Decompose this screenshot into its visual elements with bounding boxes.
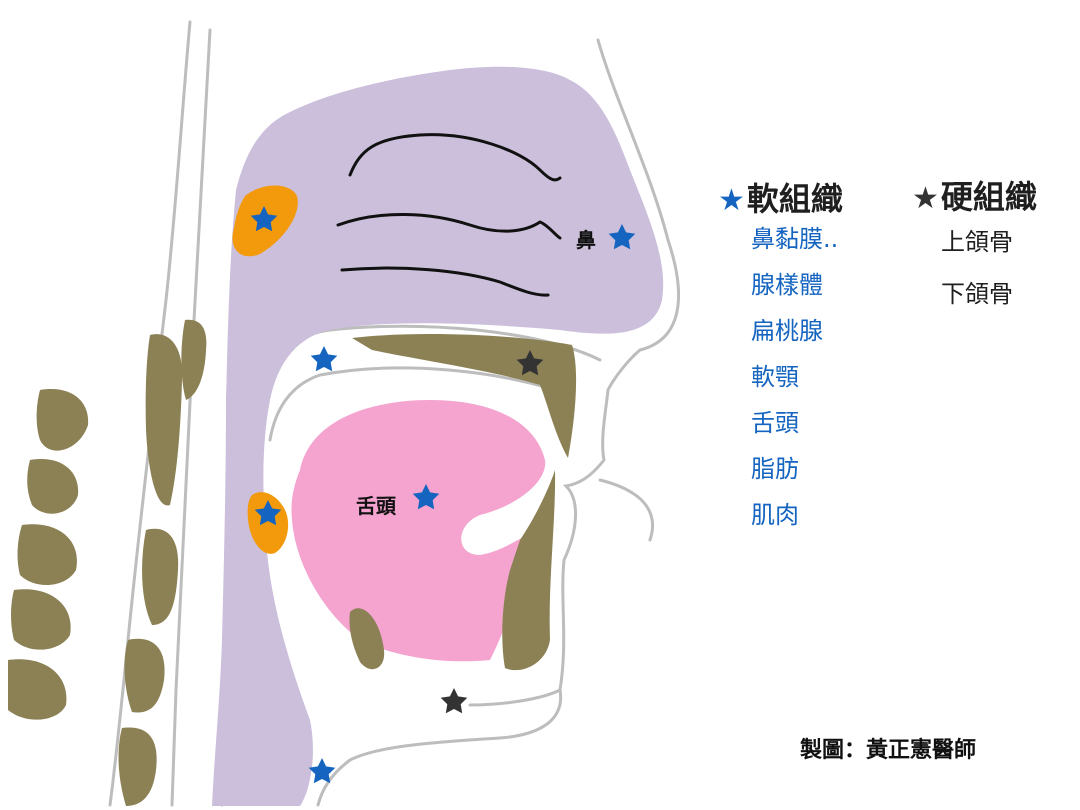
middle-turbinate bbox=[336, 213, 562, 240]
author-credit: 製圖：黃正憲醫師 bbox=[800, 738, 977, 763]
soft-tissue-item: 扁桃腺 bbox=[751, 317, 823, 345]
nose-label: 鼻 bbox=[576, 228, 596, 252]
hard-tissue-item: 下頜骨 bbox=[941, 280, 1013, 308]
soft-tissue-item: 腺樣體 bbox=[751, 271, 823, 299]
vertebra-c4 bbox=[124, 638, 165, 713]
soft-tissue-legend-title: ★軟組織 bbox=[718, 174, 843, 220]
spinous-process-2 bbox=[27, 459, 79, 514]
tonsil-tissue bbox=[247, 492, 289, 554]
chin-neck-outline bbox=[316, 688, 563, 807]
spinous-process-4 bbox=[11, 589, 71, 650]
hard-tissue-legend-title: ★硬組織 bbox=[912, 172, 1037, 218]
blue-star-icon: ★ bbox=[718, 183, 745, 218]
face-profile-outline bbox=[468, 38, 680, 707]
vertebra-c3 bbox=[142, 528, 179, 625]
inner-oral-outline bbox=[268, 366, 572, 442]
spinous-process-3 bbox=[17, 524, 77, 586]
soft-tissue-item: 肌肉 bbox=[751, 501, 799, 529]
nasal-turbinates bbox=[336, 133, 562, 297]
maxilla-hard-palate bbox=[352, 334, 577, 458]
marker-mandible bbox=[440, 688, 468, 714]
hard-tissue-list: 上頜骨 下頜骨 bbox=[941, 216, 1013, 320]
spinous-process-5 bbox=[8, 659, 67, 720]
lower-jaw-outline bbox=[598, 478, 655, 542]
soft-tissue-item: 軟顎 bbox=[751, 363, 799, 391]
soft-tissue-item: 舌頭 bbox=[751, 409, 799, 437]
spinous-process-1 bbox=[36, 389, 89, 451]
hard-tissue-item: 上頜骨 bbox=[941, 228, 1013, 256]
vertebra-c2 bbox=[145, 334, 183, 506]
nasal-cavity-airway bbox=[212, 66, 664, 806]
soft-tissue-list: 鼻黏膜.. 腺樣體 扁桃腺 軟顎 舌頭 脂肪 肌肉 bbox=[751, 216, 838, 538]
black-star-icon: ★ bbox=[912, 181, 939, 216]
bones bbox=[8, 319, 577, 806]
vertebra-c5 bbox=[118, 727, 157, 806]
vertebra-c1 bbox=[181, 319, 207, 400]
soft-tissue-item: 鼻黏膜.. bbox=[751, 225, 839, 253]
lower-turbinate bbox=[340, 266, 550, 297]
tongue-label: 舌頭 bbox=[356, 494, 396, 518]
mandible-front bbox=[502, 470, 556, 671]
hyoid-bone bbox=[349, 608, 385, 670]
upper-turbinate bbox=[348, 133, 562, 182]
tongue-shape bbox=[291, 400, 546, 662]
hard-tissue-title: 硬組織 bbox=[940, 178, 1037, 216]
marker-soft-palate bbox=[310, 346, 338, 372]
soft-tissue-item: 脂肪 bbox=[751, 455, 799, 483]
soft-tissue-title: 軟組織 bbox=[746, 180, 843, 218]
